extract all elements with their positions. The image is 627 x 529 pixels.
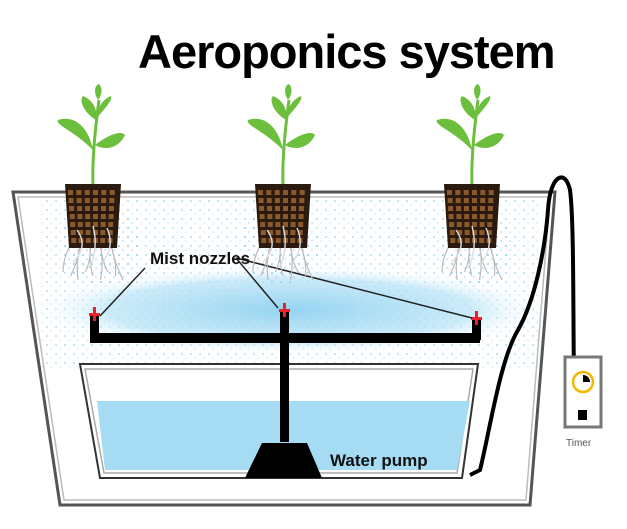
nozzle-center — [279, 303, 290, 317]
stem — [281, 99, 291, 186]
nozzle-leader-lines — [99, 257, 473, 319]
pipe-system — [90, 312, 481, 478]
diagram-title: Aeroponics system — [138, 25, 555, 78]
water-reservoir — [78, 363, 480, 479]
nozzle-left — [89, 307, 100, 321]
leaf — [95, 84, 102, 100]
plant-left — [57, 84, 125, 281]
leaf — [436, 118, 472, 150]
leaf — [474, 84, 481, 100]
mist-nozzles — [89, 303, 482, 325]
plant-right — [436, 84, 504, 281]
leaf — [95, 133, 125, 148]
water-pump-label: Water pump — [330, 451, 428, 470]
plant-center — [247, 84, 315, 281]
leaf — [285, 133, 315, 148]
stem — [91, 99, 101, 186]
root-tips — [72, 225, 111, 269]
leaf — [476, 96, 491, 118]
leaf — [247, 118, 283, 150]
power-cord — [469, 175, 585, 477]
leaf — [460, 96, 476, 120]
root-tips — [262, 225, 301, 269]
leaf — [287, 96, 302, 118]
leaf — [271, 96, 287, 120]
timer-label: Timer — [566, 438, 592, 449]
stem — [470, 99, 480, 186]
leaf — [285, 84, 292, 100]
root-tips — [451, 225, 490, 269]
mist-nozzles-label: Mist nozzles — [150, 249, 250, 268]
leaf — [81, 96, 97, 120]
water-pump — [245, 443, 322, 478]
nozzle-right — [471, 311, 482, 325]
timer: Timer — [563, 355, 603, 449]
riser-pipe — [280, 312, 289, 442]
leaf — [97, 96, 112, 118]
leaf — [474, 133, 504, 148]
leaf — [57, 118, 93, 150]
